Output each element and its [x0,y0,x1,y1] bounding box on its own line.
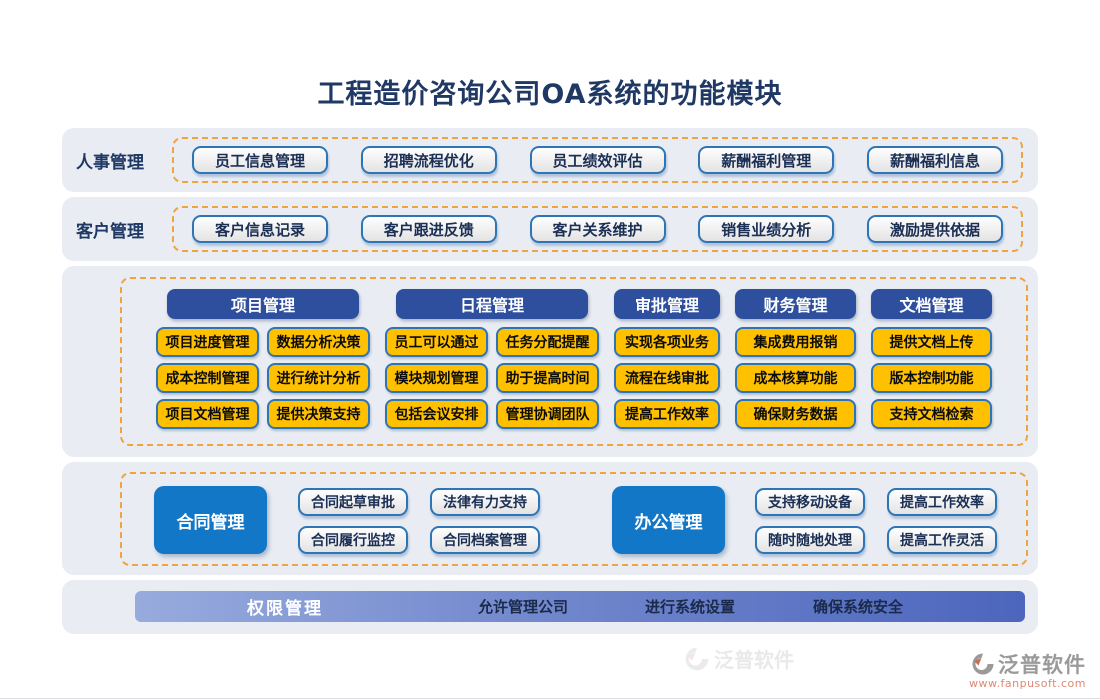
permission-item-security: 确保系统安全 [813,598,904,616]
contract-item-monitor: 合同履行监控 [298,526,408,554]
schedule-item: 助于提高时间 [496,363,599,393]
office-item-flexible: 提高工作灵活 [887,526,997,554]
project-item: 项目文档管理 [156,399,259,429]
office-block: 办公管理 [612,486,725,554]
document-item: 提供文档上传 [871,327,992,357]
brand-url: www.fanpusoft.com [969,677,1086,690]
contract-block: 合同管理 [154,486,267,554]
project-item: 项目进度管理 [156,327,259,357]
page-title: 工程造价咨询公司OA系统的功能模块 [317,79,783,110]
schedule-item: 任务分配提醒 [496,327,599,357]
project-item: 成本控制管理 [156,363,259,393]
approval-item: 流程在线审批 [614,363,720,393]
project-header: 项目管理 [167,289,359,319]
permission-item-settings: 进行系统设置 [645,598,736,616]
office-items: 支持移动设备 提高工作效率 随时随地处理 提高工作灵活 [755,488,997,554]
hr-item-payroll-mgmt: 薪酬福利管理 [698,146,835,174]
schedule-header: 日程管理 [396,289,588,319]
permission-bar: 权限管理 允许管理公司 进行系统设置 确保系统安全 [135,591,1025,622]
hr-label: 人事管理 [76,152,144,173]
group-schedule: 日程管理 员工可以通过 模块规划管理 包括会议安排 任务分配提醒 助于提高时间 … [385,289,599,429]
customer-item-sales: 销售业绩分析 [698,215,835,243]
document-item: 版本控制功能 [871,363,992,393]
contract-item-legal: 法律有力支持 [430,488,540,516]
schedule-item: 包括会议安排 [385,399,488,429]
brand-watermark: 泛普软件 [684,644,794,673]
group-project: 项目管理 项目进度管理 成本控制管理 项目文档管理 数据分析决策 进行统计分析 … [156,289,370,429]
section-matrix: 项目管理 项目进度管理 成本控制管理 项目文档管理 数据分析决策 进行统计分析 … [62,266,1038,672]
permission-item-company: 允许管理公司 [478,598,569,616]
customer-item-followup: 客户跟进反馈 [360,215,497,243]
office-item-anywhere: 随时随地处理 [755,526,865,554]
contract-items: 合同起草审批 法律有力支持 合同履行监控 合同档案管理 [298,488,540,554]
approval-item: 提高工作效率 [614,399,720,429]
customer-dashed-group: 客户信息记录 客户跟进反馈 客户关系维护 销售业绩分析 激励提供依据 [172,206,1023,252]
customer-label: 客户管理 [76,221,144,242]
customer-item-records: 客户信息记录 [192,215,328,243]
approval-item: 实现各项业务 [614,327,720,357]
hr-item-recruiting: 招聘流程优化 [360,146,497,174]
customer-item-incentive: 激励提供依据 [867,215,1003,243]
contract-item-archive: 合同档案管理 [430,526,540,554]
matrix-dashed-group: 项目管理 项目进度管理 成本控制管理 项目文档管理 数据分析决策 进行统计分析 … [120,277,1028,446]
bottom-divider [0,698,1100,699]
hr-dashed-group: 员工信息管理 招聘流程优化 员工绩效评估 薪酬福利管理 薪酬福利信息 [172,137,1023,183]
group-document: 文档管理 提供文档上传 版本控制功能 支持文档检索 [871,289,992,429]
document-header: 文档管理 [871,289,992,319]
office-item-mobile: 支持移动设备 [755,488,865,516]
blocks-dashed-group: 合同管理 合同起草审批 法律有力支持 合同履行监控 合同档案管理 办公管理 支持… [120,472,1028,566]
project-item: 进行统计分析 [267,363,370,393]
finance-item: 成本核算功能 [735,363,856,393]
office-item-efficiency: 提高工作效率 [887,488,997,516]
footer-brand: 泛普软件 www.fanpusoft.com [969,649,1086,690]
watermark-text: 泛普软件 [714,648,794,672]
group-approval: 审批管理 实现各项业务 流程在线审批 提高工作效率 [614,289,720,429]
permission-label: 权限管理 [247,599,323,619]
finance-item: 集成费用报销 [735,327,856,357]
group-finance: 财务管理 集成费用报销 成本核算功能 确保财务数据 [735,289,856,429]
fanpu-logo-icon [972,653,994,675]
fanpu-logo-icon [685,647,709,670]
schedule-item: 模块规划管理 [385,363,488,393]
project-item: 提供决策支持 [267,399,370,429]
customer-item-relations: 客户关系维护 [529,215,666,243]
section-customer: 客户管理 客户信息记录 客户跟进反馈 客户关系维护 销售业绩分析 激励提供依据 [62,197,1038,261]
section-permission: 权限管理 允许管理公司 进行系统设置 确保系统安全 [62,580,1038,634]
approval-header: 审批管理 [614,289,720,319]
contract-item-draft: 合同起草审批 [298,488,408,516]
schedule-item: 员工可以通过 [385,327,488,357]
section-blocks: 合同管理 合同起草审批 法律有力支持 合同履行监控 合同档案管理 办公管理 支持… [62,462,1038,575]
schedule-item: 管理协调团队 [496,399,599,429]
brand-name: 泛普软件 [998,653,1086,677]
document-item: 支持文档检索 [871,399,992,429]
project-item: 数据分析决策 [267,327,370,357]
hr-item-payroll-info: 薪酬福利信息 [867,146,1003,174]
hr-item-performance: 员工绩效评估 [529,146,666,174]
hr-item-employee-info: 员工信息管理 [192,146,328,174]
section-hr: 人事管理 员工信息管理 招聘流程优化 员工绩效评估 薪酬福利管理 薪酬福利信息 [62,128,1038,192]
finance-header: 财务管理 [735,289,856,319]
finance-item: 确保财务数据 [735,399,856,429]
